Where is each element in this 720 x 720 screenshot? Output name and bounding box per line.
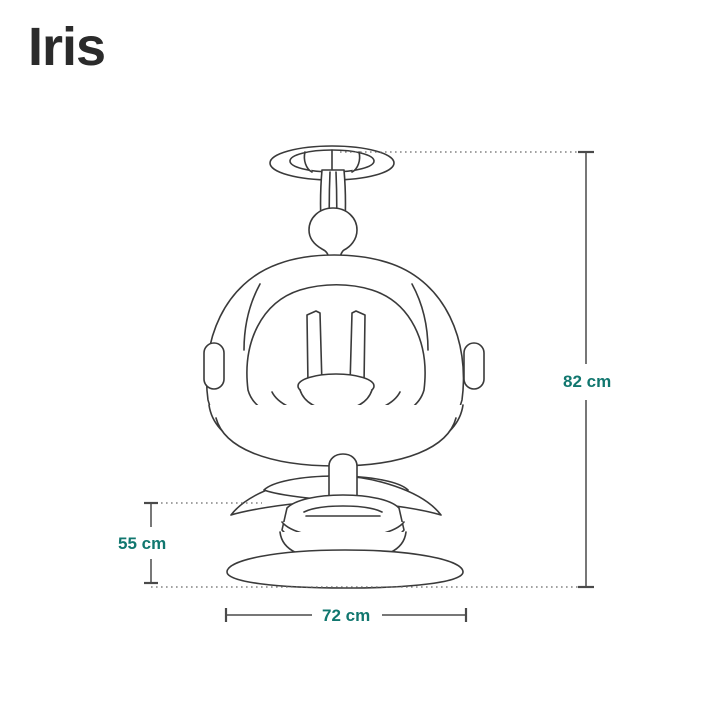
side-button-right	[463, 342, 485, 390]
dimension-width-72	[224, 608, 468, 622]
side-button-left	[203, 342, 225, 390]
harness-straps	[306, 310, 366, 386]
dimension-label-seat-height: 55 cm	[118, 534, 167, 553]
dimension-seat-height-55	[144, 501, 158, 585]
dimension-label-width: 72 cm	[322, 606, 371, 625]
overhead-mobile-canopy	[269, 145, 395, 181]
baby-bouncer-drawing	[203, 145, 485, 589]
dimension-height-82	[578, 150, 594, 589]
page-title: Iris	[28, 17, 106, 77]
floor-base-plate	[226, 549, 464, 589]
dimension-label-height: 82 cm	[563, 372, 612, 391]
seat-base-ring	[208, 404, 464, 467]
